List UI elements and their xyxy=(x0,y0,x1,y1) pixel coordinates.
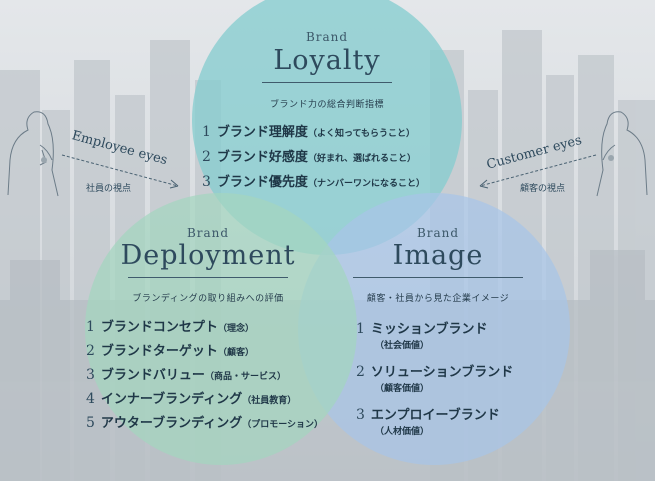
image-brand-label: Brand xyxy=(416,226,460,240)
loyalty-subtitle: ブランド力の総合判断指標 xyxy=(269,100,384,110)
deployment-rule xyxy=(128,277,288,278)
person-silhouette-icon xyxy=(7,111,59,197)
customer-eyes-sub: 顧客の視点 xyxy=(520,184,566,194)
employee-eyes-sub: 社員の視点 xyxy=(86,184,132,194)
loyalty-brand-label: Brand xyxy=(305,30,349,44)
deployment-subtitle: ブランディングの取り組みへの評価 xyxy=(132,294,284,304)
person-silhouette-icon xyxy=(596,111,648,197)
image-circle xyxy=(298,193,570,465)
deployment-circle xyxy=(85,193,357,465)
loyalty-circle xyxy=(192,0,462,255)
image-rule xyxy=(353,277,523,278)
loyalty-title: Loyalty xyxy=(273,45,381,76)
loyalty-rule xyxy=(262,82,392,83)
deployment-brand-label: Brand xyxy=(186,226,230,240)
image-subtitle: 顧客・社員から見た企業イメージ xyxy=(366,294,510,304)
image-title: Image xyxy=(392,240,484,271)
dashed-arrow-icon xyxy=(61,154,179,187)
dashed-arrow-icon xyxy=(479,154,597,187)
deployment-title: Deployment xyxy=(120,240,296,271)
